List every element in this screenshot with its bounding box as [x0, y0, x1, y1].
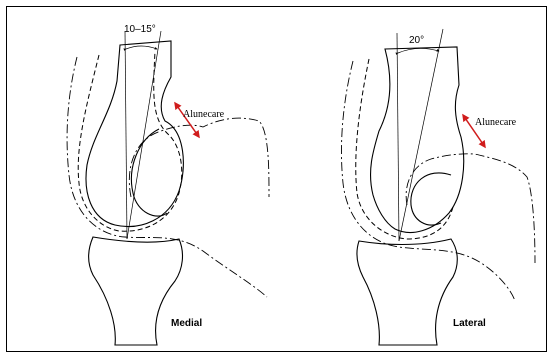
lateral-femur-outline	[371, 47, 464, 232]
medial-angle-arc	[126, 46, 157, 49]
lateral-caption: Lateral	[453, 318, 486, 329]
lateral-dashed-femur	[356, 59, 453, 239]
medial-condyle-inner	[131, 129, 167, 216]
medial-axis-vertical	[125, 31, 127, 239]
lateral-dashdot-2	[406, 154, 535, 263]
lateral-angle-label: 20°	[409, 35, 424, 46]
medial-panel: 10–15° Alunecare Medial	[67, 24, 269, 345]
lateral-watermark: Alunecare	[475, 117, 517, 128]
medial-tibia-outline	[89, 237, 183, 345]
lateral-dashdot-1	[341, 61, 515, 301]
lateral-panel: 20° Alunecare Lateral	[341, 29, 535, 345]
medial-dashed-femur	[78, 51, 182, 231]
medial-angle-label: 10–15°	[124, 24, 156, 35]
lateral-axis-vertical	[397, 33, 399, 241]
knee-diagram-figure: 10–15° Alunecare Medial 20° Alunecare La…	[6, 6, 547, 352]
medial-dashdot-2	[129, 118, 269, 197]
medial-caption: Medial	[171, 318, 202, 329]
medial-axis-tilted	[127, 31, 161, 239]
lateral-axis-tilted	[399, 29, 443, 241]
medial-watermark: Alunecare	[183, 109, 225, 120]
knee-diagram-svg: 10–15° Alunecare Medial 20° Alunecare La…	[7, 7, 548, 353]
lateral-tibia-outline	[357, 239, 457, 345]
medial-dashdot-1	[67, 57, 267, 297]
lateral-angle-arc	[398, 48, 439, 53]
